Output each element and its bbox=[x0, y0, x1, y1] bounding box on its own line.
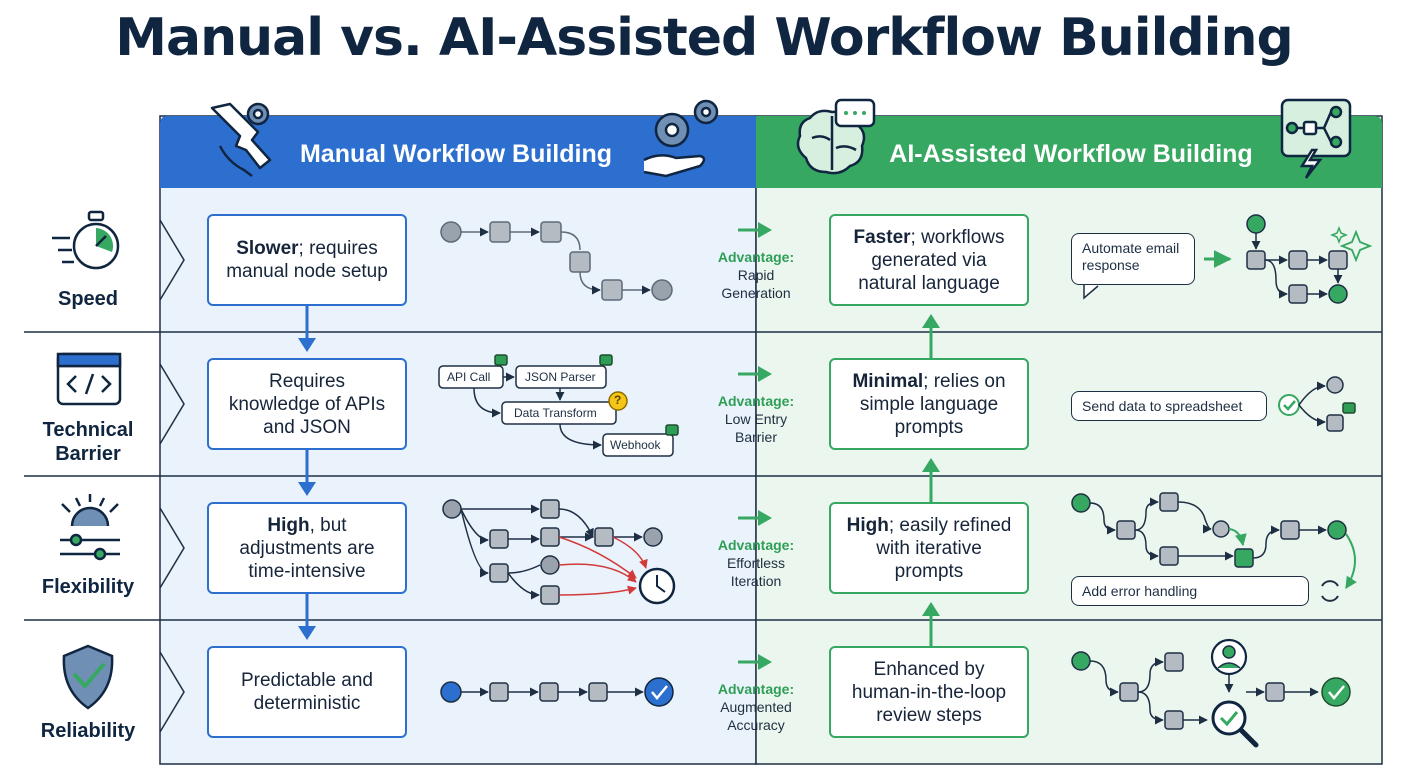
ai-header-bar bbox=[756, 116, 1382, 188]
advantage-arrows bbox=[738, 222, 772, 670]
brain-chat-icon bbox=[796, 98, 876, 175]
ai-flexibility-bold: High bbox=[846, 514, 889, 536]
advantage-speed-label: Advantage: bbox=[717, 249, 795, 265]
ai-column-title: AI-Assisted Workflow Building bbox=[889, 140, 1253, 168]
prompt-bubble-speed: Automate email response bbox=[1071, 233, 1195, 285]
row-notches bbox=[159, 219, 185, 733]
advantage-barrier-label: Advantage: bbox=[717, 393, 795, 409]
ai-flexibility-text: ; easily refined with iterative prompts bbox=[876, 514, 1012, 582]
stopwatch-icon bbox=[52, 210, 120, 270]
category-flexibility: Flexibility bbox=[41, 576, 135, 598]
advantage-speed: Advantage: Rapid Generation bbox=[704, 248, 808, 302]
gear-slider-icon bbox=[60, 494, 120, 561]
manual-barrier-text: Requires knowledge of APIs and JSON bbox=[228, 370, 386, 438]
advantage-reliability-text: Augmented Accuracy bbox=[720, 699, 792, 733]
manual-speed-bold: Slower bbox=[236, 238, 299, 259]
manual-header-bar bbox=[160, 116, 756, 188]
category-reliability: Reliability bbox=[40, 720, 136, 742]
manual-column-title: Manual Workflow Building bbox=[299, 140, 613, 168]
node-api-call: API Call bbox=[447, 370, 491, 384]
manual-reliability-text: Predictable and deterministic bbox=[240, 670, 374, 714]
node-webhook: Webhook bbox=[610, 438, 661, 452]
ai-barrier-flow bbox=[1278, 376, 1356, 432]
gear-hand-icon bbox=[643, 99, 719, 178]
wrench-hand-icon bbox=[210, 102, 272, 177]
page-title: Manual vs. AI-Assisted Workflow Building bbox=[115, 8, 1294, 68]
row-dividers bbox=[24, 331, 1382, 621]
ai-flexibility-box: High; easily refined with iterative prom… bbox=[829, 502, 1029, 594]
manual-tech-flow bbox=[438, 354, 679, 457]
ai-reliability-flow bbox=[1071, 638, 1351, 748]
advantage-barrier: Advantage: Low Entry Barrier bbox=[704, 392, 808, 446]
node-json-parser: JSON Parser bbox=[525, 370, 596, 384]
ai-speed-box: Faster; workflows generated via natural … bbox=[829, 214, 1029, 306]
prompt-bubble-barrier: Send data to spreadsheet bbox=[1071, 391, 1267, 421]
manual-speed-text: ; requires manual node setup bbox=[226, 238, 388, 282]
ai-barrier-bold: Minimal bbox=[852, 370, 924, 392]
category-technical-barrier: Technical Barrier bbox=[42, 419, 134, 465]
manual-barrier-box: Requires knowledge of APIs and JSON bbox=[207, 358, 407, 450]
manual-flexibility-text: , but adjustments are time-intensive bbox=[239, 514, 375, 582]
node-data-transform: Data Transform bbox=[514, 406, 597, 420]
manual-flex-flow bbox=[442, 499, 676, 605]
code-window-icon bbox=[56, 352, 122, 406]
advantage-reliability: Advantage: Augmented Accuracy bbox=[704, 680, 808, 734]
manual-speed-box: Slower; requires manual node setup bbox=[207, 214, 407, 306]
advantage-reliability-label: Advantage: bbox=[717, 681, 795, 697]
advantage-speed-text: Rapid Generation bbox=[721, 267, 791, 301]
ai-speed-bold: Faster bbox=[853, 226, 911, 248]
prompt-bubble-flexibility: Add error handling bbox=[1071, 576, 1309, 606]
ai-speed-flow bbox=[1083, 214, 1373, 304]
shield-check-icon bbox=[62, 644, 114, 710]
advantage-flexibility: Advantage: Effortless Iteration bbox=[704, 536, 808, 590]
manual-speed-flow bbox=[440, 221, 673, 301]
advantage-flexibility-label: Advantage: bbox=[717, 537, 795, 553]
ai-reliability-text: Enhanced by human-in-the-loop review ste… bbox=[851, 658, 1007, 726]
ai-barrier-box: Minimal; relies on simple language promp… bbox=[829, 358, 1029, 450]
ai-barrier-text: ; relies on simple language prompts bbox=[859, 370, 1006, 438]
workflow-bolt-icon bbox=[1280, 98, 1352, 179]
manual-flexibility-box: High, but adjustments are time-intensive bbox=[207, 502, 407, 594]
category-speed: Speed bbox=[57, 288, 119, 310]
ai-reliability-box: Enhanced by human-in-the-loop review ste… bbox=[829, 646, 1029, 738]
ai-up-arrows bbox=[922, 314, 940, 648]
manual-reliability-flow bbox=[440, 677, 674, 707]
manual-flexibility-bold: High bbox=[267, 514, 310, 536]
advantage-flexibility-text: Effortless Iteration bbox=[726, 555, 786, 589]
manual-reliability-box: Predictable and deterministic bbox=[207, 646, 407, 738]
advantage-barrier-text: Low Entry Barrier bbox=[724, 411, 788, 445]
ai-flex-flow bbox=[1071, 492, 1357, 602]
manual-down-arrows bbox=[298, 306, 316, 640]
ai-speed-text: ; workflows generated via natural langua… bbox=[858, 226, 1005, 294]
